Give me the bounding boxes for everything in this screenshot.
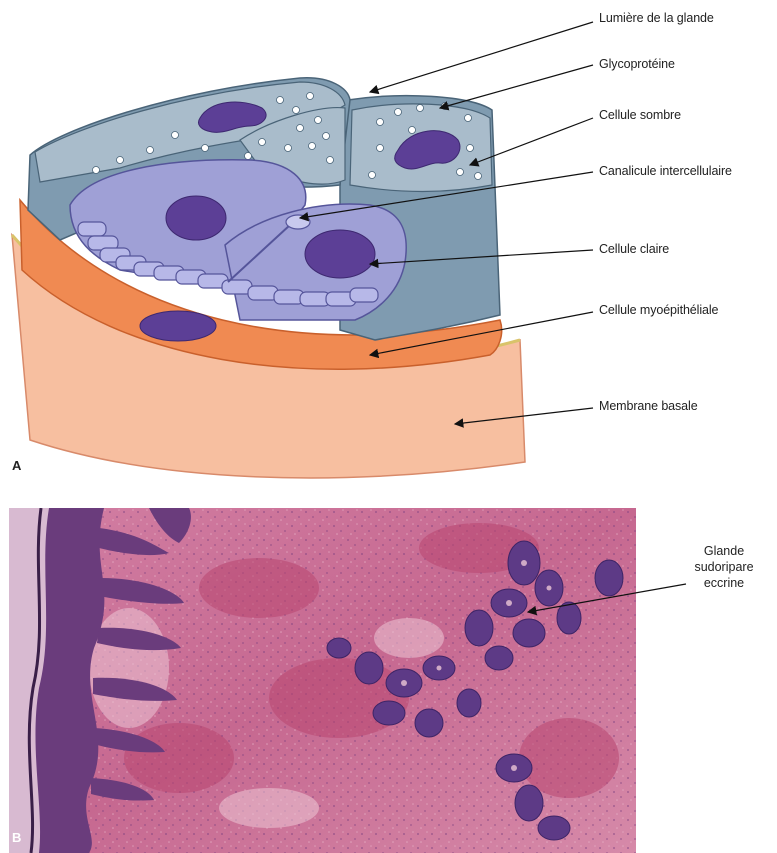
- label-canalicule: Canalicule intercellulaire: [599, 164, 732, 178]
- panel-a-letter: A: [12, 458, 21, 473]
- myoepithelial-nucleus: [140, 311, 216, 341]
- label-glande-sudoripare: Glande sudoripare eccrine: [676, 543, 772, 591]
- label-glycoproteine: Glycoprotéine: [599, 57, 675, 71]
- arrow-lumiere: [370, 22, 593, 92]
- label-membrane: Membrane basale: [599, 399, 698, 413]
- histology-micrograph: [9, 508, 636, 853]
- panel-b-letter: B: [12, 830, 21, 845]
- label-line-2: sudoripare: [676, 559, 772, 575]
- label-myoepitheliale: Cellule myoépithéliale: [599, 303, 718, 317]
- label-cellule-claire: Cellule claire: [599, 242, 669, 256]
- label-line-1: Glande: [676, 543, 772, 559]
- label-cellule-sombre: Cellule sombre: [599, 108, 681, 122]
- clear-cell-nucleus-left: [166, 196, 226, 240]
- label-lumiere: Lumière de la glande: [599, 11, 714, 25]
- clear-cell-nucleus-right: [305, 230, 375, 278]
- label-line-3: eccrine: [676, 575, 772, 591]
- arrow-glycoproteine: [440, 65, 593, 108]
